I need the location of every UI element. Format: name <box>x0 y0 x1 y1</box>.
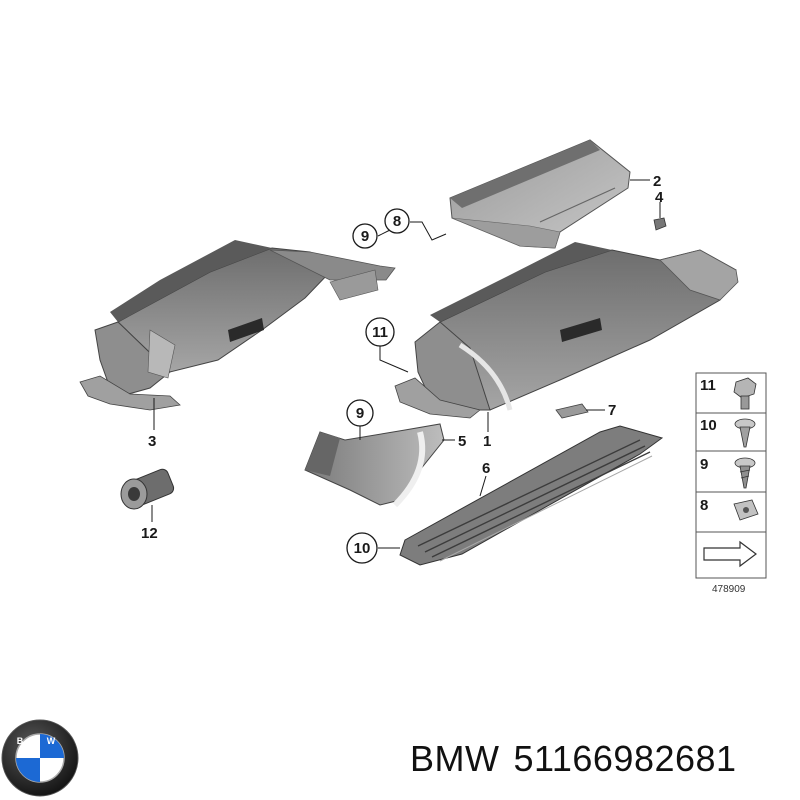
svg-text:4: 4 <box>655 189 664 206</box>
legend-row-9: 9 <box>700 456 756 489</box>
svg-text:6: 6 <box>482 460 490 477</box>
svg-text:3: 3 <box>148 433 156 450</box>
callout-11: 11 <box>365 317 395 347</box>
part-5-side-panel <box>304 423 445 508</box>
callout-3: 3 <box>148 433 156 450</box>
part-4-clip <box>653 217 667 231</box>
screw-icon <box>734 418 756 448</box>
callout-9-top: 9 <box>352 223 378 249</box>
tapping-screw-icon <box>734 457 756 489</box>
bmw-logo: BMW <box>1 719 79 797</box>
svg-text:9: 9 <box>700 456 708 473</box>
direction-arrow-icon <box>703 540 757 568</box>
svg-text:11: 11 <box>372 324 388 341</box>
leader-lines <box>151 179 661 549</box>
callout-8: 8 <box>384 208 410 234</box>
brand-name: BMW <box>410 738 500 779</box>
legend-row-8: 8 <box>700 497 759 521</box>
part-6-grille <box>399 425 664 566</box>
legend-row-11: 11 <box>700 377 757 410</box>
hex-bolt-icon <box>733 377 757 410</box>
callout-12: 12 <box>141 525 158 542</box>
svg-text:10: 10 <box>700 417 717 434</box>
svg-text:8: 8 <box>393 213 401 230</box>
svg-text:8: 8 <box>700 497 708 514</box>
svg-text:11: 11 <box>700 377 716 394</box>
svg-text:9: 9 <box>361 228 369 245</box>
part-12-lock-cylinder <box>120 468 175 510</box>
callout-2: 2 <box>653 173 661 190</box>
legend-row-10: 10 <box>700 417 756 448</box>
legend-row-arrow <box>703 540 757 568</box>
callout-6: 6 <box>482 460 490 477</box>
part-number: 51166982681 <box>513 738 737 779</box>
fastener-legend: 11 10 9 8 <box>695 372 767 595</box>
brand-part-number: BMW 51166982681 <box>410 738 751 780</box>
callout-4: 4 <box>655 189 664 206</box>
svg-text:10: 10 <box>354 540 371 557</box>
part-3-glovebox-housing <box>79 240 396 411</box>
callout-9-mid: 9 <box>346 399 374 427</box>
svg-text:BMW: BMW <box>17 736 64 746</box>
svg-text:7: 7 <box>608 402 616 419</box>
part-2-upper-cover <box>449 139 631 249</box>
diagram-id: 478909 <box>712 584 746 595</box>
svg-text:1: 1 <box>483 433 491 450</box>
part-7-pad <box>555 403 589 419</box>
callout-10: 10 <box>346 532 378 564</box>
callout-5: 5 <box>458 433 466 450</box>
part-1-glovebox-lower <box>394 242 739 419</box>
svg-text:12: 12 <box>141 525 158 542</box>
svg-text:5: 5 <box>458 433 466 450</box>
svg-text:9: 9 <box>356 405 364 422</box>
callout-7: 7 <box>608 402 616 419</box>
clip-nut-icon <box>733 499 759 521</box>
svg-text:2: 2 <box>653 173 661 190</box>
callout-1: 1 <box>483 433 491 450</box>
